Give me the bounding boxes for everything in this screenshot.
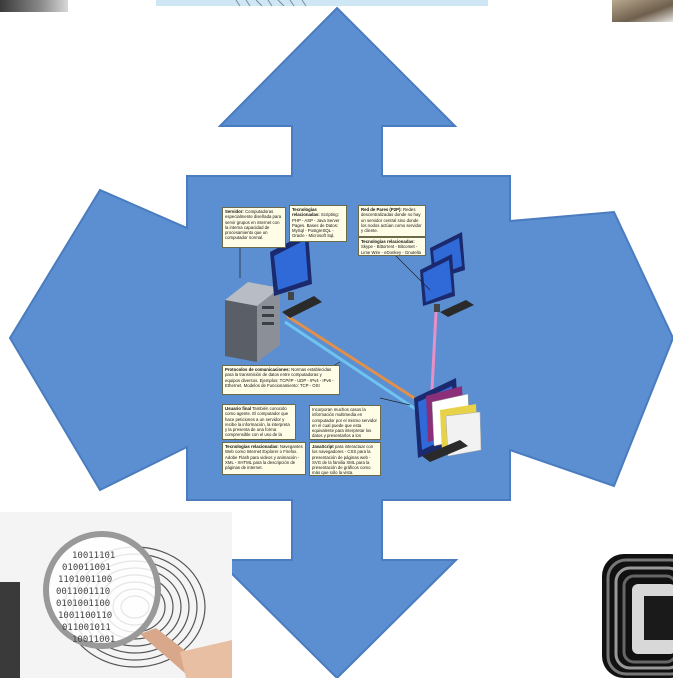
note-title: JavaScript	[312, 444, 334, 449]
svg-text:0011001110: 0011001110	[56, 587, 110, 597]
computer-monitor-icon	[420, 254, 455, 312]
svg-text:010011001: 010011001	[62, 563, 111, 573]
note-tecnologias-servidor: Tecnologías relacionadas: Scripting: PHP…	[289, 205, 347, 242]
note-title: Tecnologías relacionadas:	[292, 207, 320, 218]
note-p2p-tecnologias: Tecnologías relacionadas: Skype - Bittor…	[358, 237, 426, 256]
keyboard-icon	[422, 440, 468, 462]
note-body: También conocido como agente. El computa…	[225, 406, 290, 439]
svg-text:10011101: 10011101	[72, 551, 115, 561]
note-body: Scripting: PHP - ASP - Java Server Pages…	[292, 212, 340, 239]
server-icon	[225, 282, 280, 362]
note-title: Protocolos de comunicaciones:	[225, 367, 290, 372]
line-server-to-client	[286, 314, 426, 407]
note-title: Tecnologías relacionadas:	[225, 444, 279, 449]
note-body: Incorporan muchos casos la información m…	[312, 407, 377, 439]
note-servidor: Servidor: Computadoras especialmente dis…	[222, 207, 286, 248]
note-navegadores: Tecnologías relacionadas: Navegantes Web…	[222, 442, 306, 475]
computer-monitor-icon	[414, 378, 482, 458]
top-banner-image	[156, 0, 488, 6]
note-title: Red de Pares (P2P):	[361, 207, 402, 212]
note-body: Navegantes Web como Internet Explorer o …	[225, 444, 303, 471]
note-multimedia: Incorporan muchos casos la información m…	[309, 405, 381, 440]
svg-text:011001011: 011001011	[62, 623, 111, 633]
note-title: Servidor:	[225, 209, 244, 214]
svg-text:0101001100: 0101001100	[56, 599, 110, 609]
keyboard-icon	[440, 300, 474, 317]
fingerprint-magnifier-image: 10011101 010011001 1101001100 0011001110…	[0, 512, 232, 678]
photo-top-right	[612, 0, 673, 22]
keyboard-icon	[282, 296, 322, 318]
note-body: para interactuar con los navegadores - C…	[312, 444, 374, 476]
computer-monitor-icon	[270, 232, 312, 300]
note-title: Tecnologías relacionadas:	[361, 239, 415, 244]
note-body: Redes descentralizadas donde no hay un s…	[361, 207, 422, 234]
note-p2p: Red de Pares (P2P): Redes descentralizad…	[358, 205, 426, 237]
note-body: Skype - Bittorrent - Bitcomet - Lime Wir…	[361, 244, 421, 255]
note-title: Usuario final	[225, 406, 252, 411]
line-server-to-client-blue	[284, 320, 421, 414]
svg-text:10011001: 10011001	[72, 635, 115, 645]
line-p2p-to-client	[430, 311, 438, 391]
note-body: Computadoras especialmente diseñada para…	[225, 209, 282, 241]
arrow-shape	[8, 6, 673, 678]
svg-text:1001100110: 1001100110	[58, 611, 112, 621]
note-usuario-final: Usuario final También conocido como agen…	[222, 404, 296, 440]
hardware-chip-image	[600, 550, 673, 678]
photo-top-left	[0, 0, 68, 12]
note-protocolos: Protocolos de comunicaciones: Normas est…	[222, 365, 340, 395]
note-javascript: JavaScript para interactuar con los nave…	[309, 442, 381, 476]
note-body: Normas establecidas para la transmisión …	[225, 367, 334, 388]
svg-text:1101001100: 1101001100	[58, 575, 112, 585]
